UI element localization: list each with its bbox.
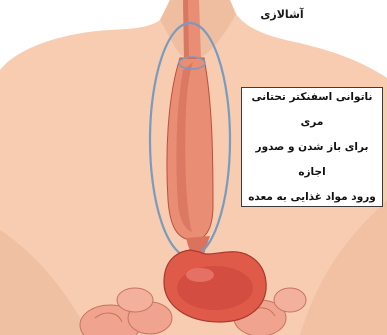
page-title: آشالازی: [251, 8, 313, 21]
callout-line: برای باز شدن و صدور اجازه: [248, 135, 376, 185]
esophagus-upper-shade: [183, 0, 189, 58]
callout-text: ناتوانی اسفنکتر تحتانی مری برای باز شدن …: [248, 85, 376, 210]
callout-line: ناتوانی اسفنکتر تحتانی مری: [248, 85, 376, 135]
callout-box: ناتوانی اسفنکتر تحتانی مری برای باز شدن …: [241, 87, 383, 207]
stomach-highlight: [186, 268, 214, 282]
callout-line: ورود مواد غذایی به معده: [248, 185, 376, 210]
esophagus-illustration: [167, 58, 213, 240]
